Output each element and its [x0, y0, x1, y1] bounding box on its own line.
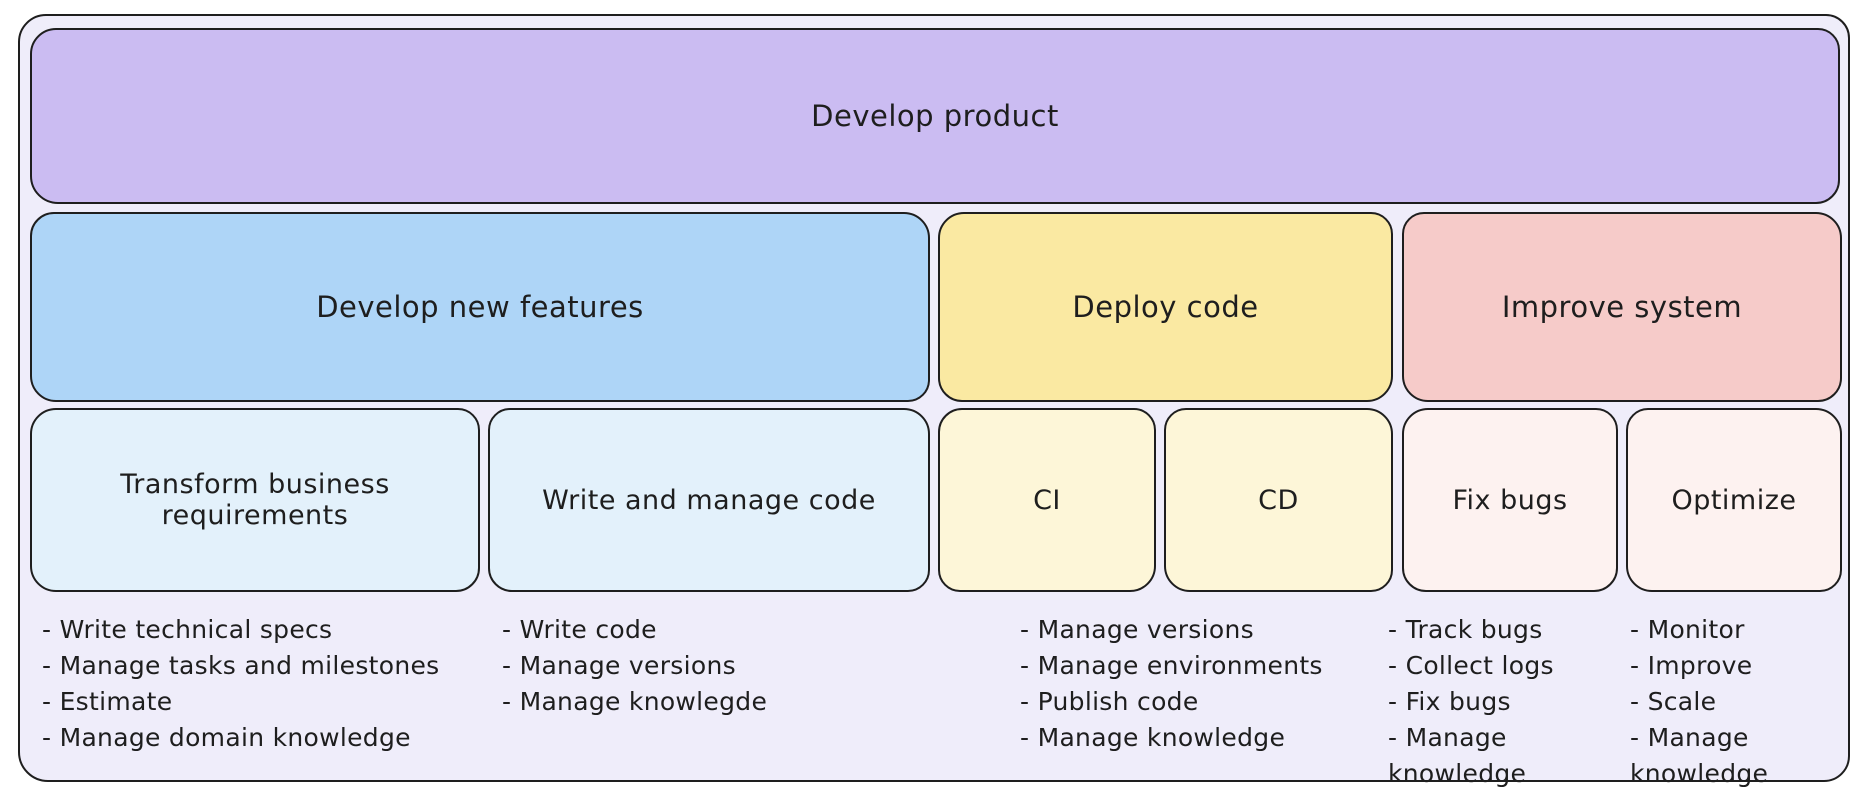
task-list-item: - Write technical specs — [42, 615, 333, 644]
node-label: Develop new features — [316, 290, 644, 324]
node-ci: CI — [938, 408, 1156, 592]
task-list-fix-bugs: - Track bugs - Collect logs - Fix bugs -… — [1388, 612, 1620, 792]
node-transform-business-requirements: Transform business requirements — [30, 408, 480, 592]
task-list-item: - Track bugs — [1388, 615, 1543, 644]
node-label: Fix bugs — [1452, 484, 1568, 516]
task-list-item: - Write code — [502, 615, 657, 644]
node-label: Develop product — [811, 99, 1059, 133]
task-list-item: - Monitor — [1630, 615, 1745, 644]
node-label: CI — [1033, 484, 1061, 516]
task-list-item: - Manage versions — [1020, 615, 1254, 644]
task-list-item: - Manage tasks and milestones — [42, 651, 440, 680]
task-list-item: - Collect logs — [1388, 651, 1554, 680]
node-develop-new-features: Develop new features — [30, 212, 930, 402]
task-list-write-and-manage-code: - Write code - Manage versions - Manage … — [502, 612, 922, 720]
task-list-item: - Scale — [1630, 687, 1717, 716]
node-cd: CD — [1164, 408, 1393, 592]
node-develop-product: Develop product — [30, 28, 1840, 204]
node-fix-bugs: Fix bugs — [1402, 408, 1618, 592]
task-list-item: - Manage knowlegde — [502, 687, 768, 716]
node-label: CD — [1258, 484, 1299, 516]
node-label: Optimize — [1671, 484, 1797, 516]
node-optimize: Optimize — [1626, 408, 1842, 592]
task-list-item: - Estimate — [42, 687, 173, 716]
task-list-item: - Improve — [1630, 651, 1753, 680]
task-list-item: - Manage knowledge — [1020, 723, 1286, 752]
task-list-item: - Manage domain knowledge — [42, 723, 411, 752]
task-list-transform-business-requirements: - Write technical specs - Manage tasks a… — [42, 612, 487, 756]
task-list-ci-cd: - Manage versions - Manage environments … — [1020, 612, 1398, 756]
node-label: Improve system — [1501, 290, 1743, 324]
node-deploy-code: Deploy code — [938, 212, 1393, 402]
task-list-item: - Manage versions — [502, 651, 736, 680]
task-list-item: - Manage knowledge — [1388, 723, 1527, 788]
node-label: Write and manage code — [542, 484, 876, 516]
task-list-item: - Fix bugs — [1388, 687, 1511, 716]
task-list-item: - Publish code — [1020, 687, 1199, 716]
node-write-and-manage-code: Write and manage code — [488, 408, 930, 592]
task-list-item: - Manage environments — [1020, 651, 1323, 680]
node-improve-system: Improve system — [1402, 212, 1842, 402]
task-list-optimize: - Monitor - Improve - Scale - Manage kno… — [1630, 612, 1848, 792]
task-list-item: - Manage knowledge — [1630, 723, 1769, 788]
node-label: Deploy code — [1072, 290, 1259, 324]
node-label: Transform business requirements — [120, 469, 390, 531]
develop-product-group: Develop product Develop new features Dep… — [18, 14, 1850, 788]
